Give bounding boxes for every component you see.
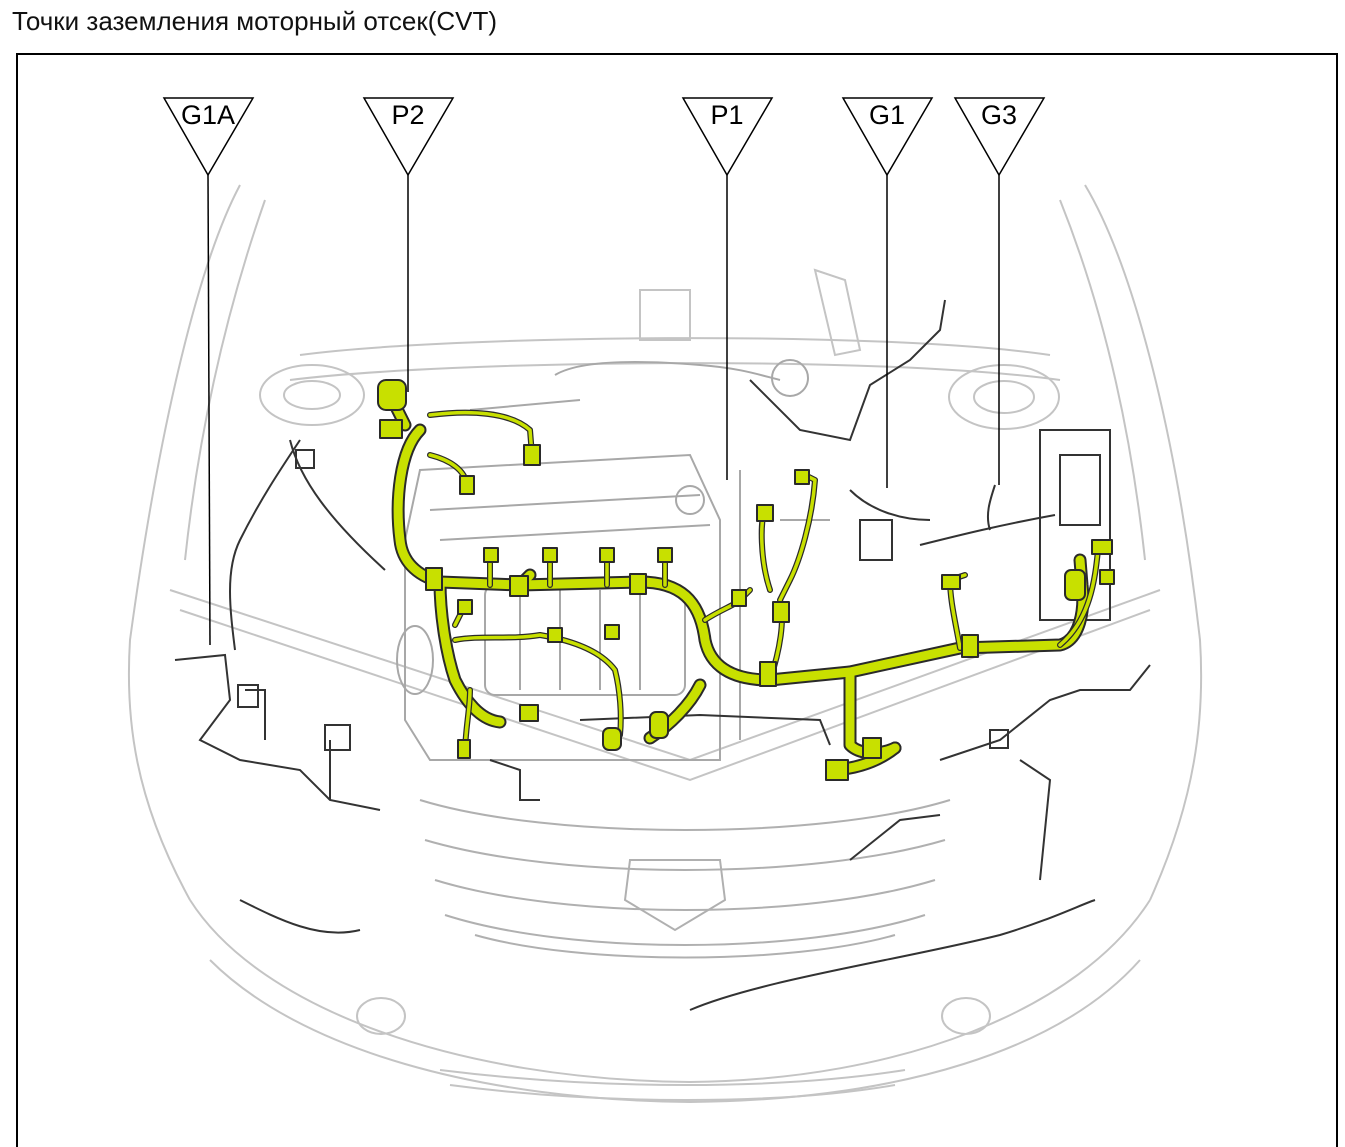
ground-markers: G1A P2 P1 G1 G3: [162, 97, 1046, 646]
marker-label-p2: P2: [391, 100, 424, 130]
marker-label-p1: P1: [710, 100, 743, 130]
front-grille: [419, 799, 951, 959]
engine-wire-harness: [377, 379, 1115, 781]
marker-g3: G3: [953, 97, 1046, 485]
marker-label-g3: G3: [981, 100, 1017, 130]
page-title: Точки заземления моторный отсек(CVT): [12, 6, 498, 36]
auxiliary-wiring: [174, 299, 1151, 1011]
marker-p1: P1: [681, 97, 774, 480]
engine-block: [396, 359, 830, 761]
marker-label-g1: G1: [869, 100, 905, 130]
marker-g1: G1: [841, 97, 934, 488]
marker-p2: P2: [362, 97, 455, 392]
diagram-frame: [16, 53, 1338, 1147]
marker-label-g1a: G1A: [181, 100, 235, 130]
marker-g1a: G1A: [162, 97, 255, 646]
